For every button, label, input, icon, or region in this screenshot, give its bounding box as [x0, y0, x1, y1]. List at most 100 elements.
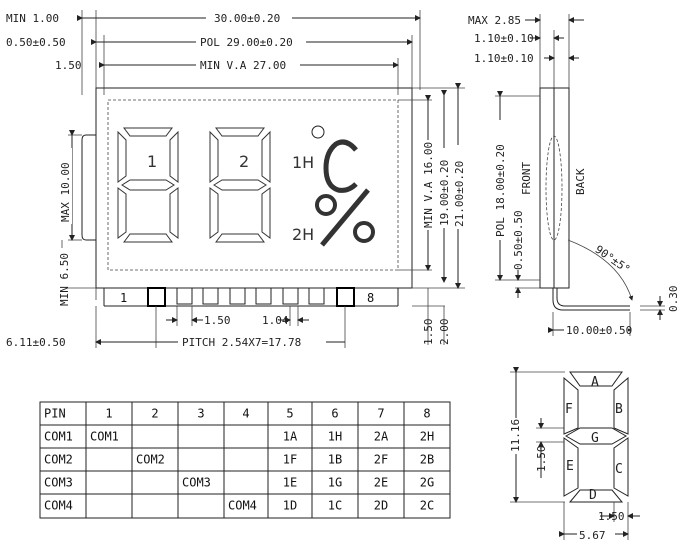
table-cell: COM4	[44, 499, 73, 513]
celsius-icon	[323, 139, 358, 193]
viewing-area	[107, 99, 399, 271]
seg-width: 5.67	[579, 529, 606, 542]
dim-va-offset: 1.50	[55, 59, 82, 72]
digit-2-label: 2	[239, 152, 249, 171]
dim-overall-height: 21.00±0.20	[453, 161, 466, 227]
dim-va-height: MIN V.A 16.00	[422, 142, 435, 228]
1h-label: 1H	[292, 153, 314, 172]
segment-diagram	[563, 371, 629, 503]
table-cell: 2A	[374, 430, 389, 444]
seg-stroke-1: 1.50	[535, 446, 548, 473]
table-cell: 2H	[420, 430, 434, 444]
seg-label-e: E	[566, 459, 574, 474]
table-header-cell: 6	[331, 407, 338, 421]
table-cell: COM4	[228, 499, 257, 513]
table-cell: 1C	[328, 499, 342, 513]
pin-table	[39, 401, 451, 519]
side-angle: 90°±5°	[593, 243, 633, 276]
pin-8-label: 8	[367, 291, 374, 305]
side-pol-offset: 0.50±0.50	[512, 210, 525, 270]
side-front-label: FRONT	[520, 162, 533, 195]
dim-va-width: MIN V.A 27.00	[200, 59, 286, 72]
table-header-cell: 5	[286, 407, 293, 421]
table-header-cell: 2	[151, 407, 158, 421]
side-seal	[545, 135, 563, 241]
pin-5-pad	[255, 287, 272, 305]
side-pol-height: POL 18.00±0.20	[494, 144, 507, 237]
table-cell: 1B	[328, 453, 342, 467]
table-cell: COM2	[136, 453, 165, 467]
dim-overall-width: 30.00±0.20	[214, 12, 280, 25]
pin-8-pad	[336, 287, 355, 307]
table-cell: 1F	[283, 453, 297, 467]
table-cell: 1H	[328, 430, 342, 444]
table-cell: COM3	[44, 476, 73, 490]
seg-label-d: D	[589, 488, 597, 503]
degree-icon	[311, 125, 325, 139]
table-header-cell: 3	[197, 407, 204, 421]
dim-max-10: MAX 10.00	[59, 162, 72, 222]
pin-4-pad	[229, 287, 246, 305]
pin-3-pad	[202, 287, 219, 305]
dim-pin-offset: 6.11±0.50	[6, 336, 66, 349]
side-max-thick: MAX 2.85	[468, 14, 521, 27]
table-header-cell: 7	[377, 407, 384, 421]
pin-2-pad	[176, 287, 193, 305]
seg-label-f: F	[565, 402, 573, 417]
side-front-glass	[539, 87, 555, 289]
table-cell: 1A	[283, 430, 298, 444]
seg-height: 11.16	[509, 419, 522, 452]
table-cell: COM1	[90, 430, 119, 444]
table-header-cell: 8	[423, 407, 430, 421]
dim-pitch-1-04: 1.04	[262, 314, 289, 327]
table-cell: 1D	[283, 499, 297, 513]
side-glass-2: 1.10±0.10	[474, 52, 534, 65]
dim-pitch-total: PITCH 2.54X7=17.78	[182, 336, 301, 349]
dim-bottom-2: 2.00	[438, 319, 451, 346]
dim-min-6-5: MIN 6.50	[58, 253, 71, 306]
seg-label-a: A	[591, 375, 599, 390]
side-pin-length: 10.00±0.50	[566, 324, 632, 337]
pin-1-pad	[147, 287, 166, 307]
table-header-cell: 4	[242, 407, 249, 421]
2h-label: 2H	[292, 225, 314, 244]
side-pin	[552, 288, 630, 311]
dim-bottom-1-5: 1.50	[422, 319, 435, 346]
side-pin-thick: 0.30	[667, 286, 680, 313]
side-glass-1: 1.10±0.10	[474, 32, 534, 45]
seg-label-g: G	[591, 431, 599, 446]
table-cell: 2C	[420, 499, 434, 513]
percent-icon	[315, 188, 375, 247]
dim-pol-offset: 0.50±0.50	[6, 36, 66, 49]
table-header-cell: PIN	[44, 407, 66, 421]
table-cell: 2G	[420, 476, 434, 490]
seg-label-c: C	[615, 462, 623, 477]
table-cell: 2F	[374, 453, 388, 467]
dim-pol-height: 19.00±0.20	[438, 160, 451, 226]
table-cell: 2D	[374, 499, 388, 513]
table-cell: COM3	[182, 476, 211, 490]
pin-7-pad	[308, 287, 325, 305]
dim-pol-width: POL 29.00±0.20	[200, 36, 293, 49]
side-back-label: BACK	[574, 168, 587, 195]
table-cell: 1E	[283, 476, 297, 490]
seg-stroke-2: 1.50	[598, 510, 625, 523]
digit-2	[209, 127, 271, 243]
table-cell: 1G	[328, 476, 342, 490]
table-header-cell: 1	[105, 407, 112, 421]
digit-1-label: 1	[147, 152, 157, 171]
table-cell: COM1	[44, 430, 73, 444]
side-back-glass	[553, 87, 570, 289]
digit-1	[117, 127, 179, 243]
table-cell: COM2	[44, 453, 73, 467]
pin-1-label: 1	[120, 291, 127, 305]
dim-pitch-1-5: 1.50	[204, 314, 231, 327]
table-cell: 2B	[420, 453, 434, 467]
table-cell: 2E	[374, 476, 388, 490]
dim-min-1: MIN 1.00	[6, 12, 59, 25]
pin-6-pad	[282, 287, 299, 305]
seg-label-b: B	[615, 402, 623, 417]
